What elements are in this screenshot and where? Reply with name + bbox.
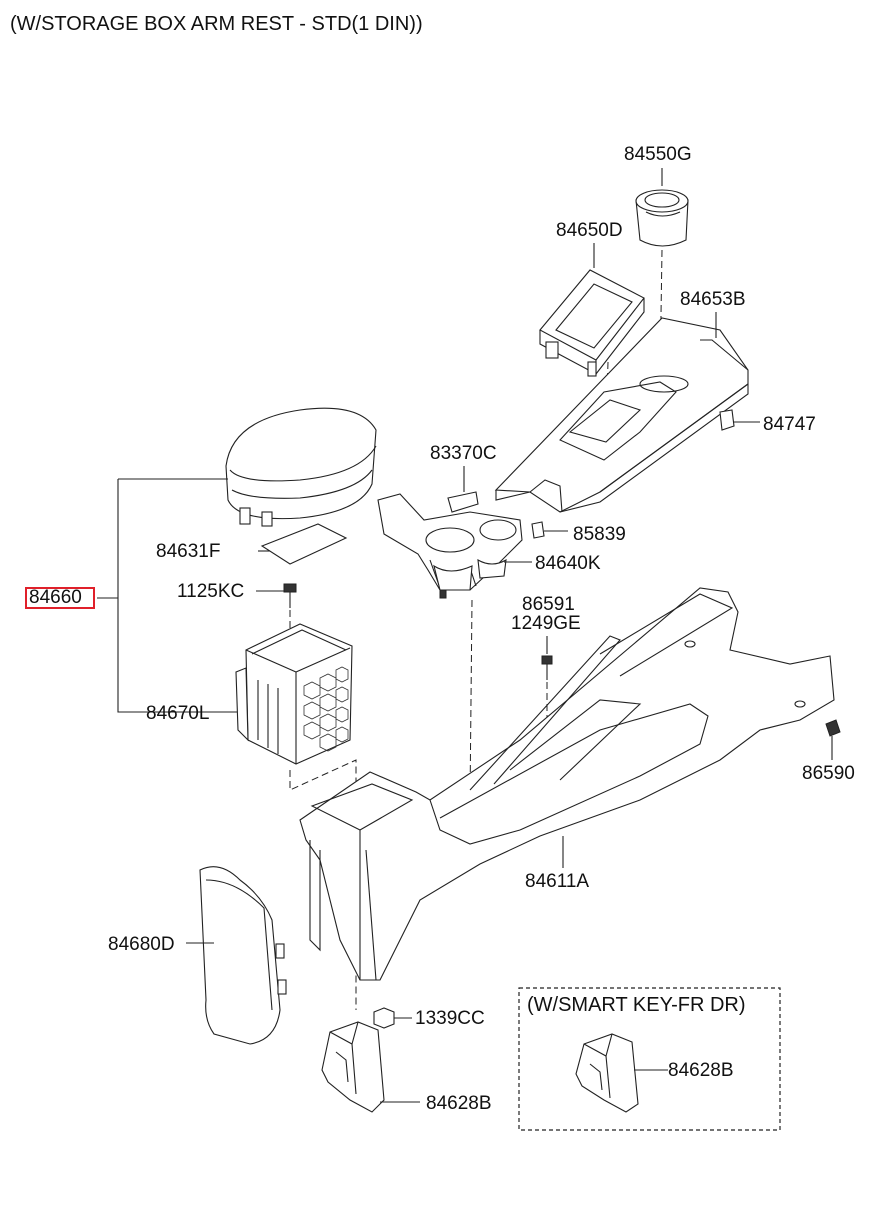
part-label-84660[interactable]: 84660 [29,587,82,608]
bracket-84628B-part[interactable] [321,1021,385,1113]
part-label-84631F[interactable]: 84631F [156,541,221,562]
pad-84631F-part[interactable] [260,523,348,565]
part-label-85839[interactable]: 85839 [573,524,626,545]
shift-indicator-part[interactable] [539,269,645,377]
option-box-border [518,987,781,1131]
part-label-84747[interactable]: 84747 [763,414,816,435]
screw-86591-part[interactable] [541,655,553,680]
armrest-cushion-part[interactable] [225,407,377,527]
part-label-83370C[interactable]: 83370C [430,443,497,464]
part-label-1339CC[interactable]: 1339CC [415,1008,485,1029]
part-label-84680D[interactable]: 84680D [108,934,175,955]
main-console-part[interactable] [299,587,835,981]
part-label-84670L[interactable]: 84670L [146,703,210,724]
console-upper-cover-part[interactable] [494,317,749,513]
storage-box-part[interactable] [235,623,353,765]
clip-84747-part[interactable] [719,409,735,431]
clip-86590-part[interactable] [825,719,841,760]
rear-cover-part[interactable] [199,866,287,1045]
part-label-84628B[interactable]: 84628B [426,1093,492,1114]
shift-knob-part[interactable] [635,189,689,247]
selected-part-highlight [25,587,95,609]
nut-1339CC-part[interactable] [373,1007,395,1029]
screw-1125KC-part[interactable] [283,583,297,608]
option-box-title: (W/SMART KEY-FR DR) [527,994,746,1016]
part-label-86591[interactable]: 86591 [522,594,575,615]
cup-holder-insert-part[interactable] [447,491,479,513]
part-label-1125KC[interactable]: 1125KC [177,581,245,602]
part-label-84640K[interactable]: 84640K [535,553,601,574]
part-label-84550G[interactable]: 84550G [624,144,692,165]
cup-holder-part[interactable] [377,493,523,599]
part-label-84650D[interactable]: 84650D [556,220,623,241]
part-label-86590[interactable]: 86590 [802,763,855,784]
part-label-84611A[interactable]: 84611A [525,871,590,892]
diagram-title: (W/STORAGE BOX ARM REST - STD(1 DIN)) [10,13,423,35]
bracket-84628B-option-part[interactable] [575,1033,639,1113]
part-label-1249GE[interactable]: 1249GE [511,613,581,634]
part-label-84653B[interactable]: 84653B [680,289,746,310]
clip-85839-part[interactable] [531,521,545,539]
part-label-84628B-option[interactable]: 84628B [668,1060,734,1081]
